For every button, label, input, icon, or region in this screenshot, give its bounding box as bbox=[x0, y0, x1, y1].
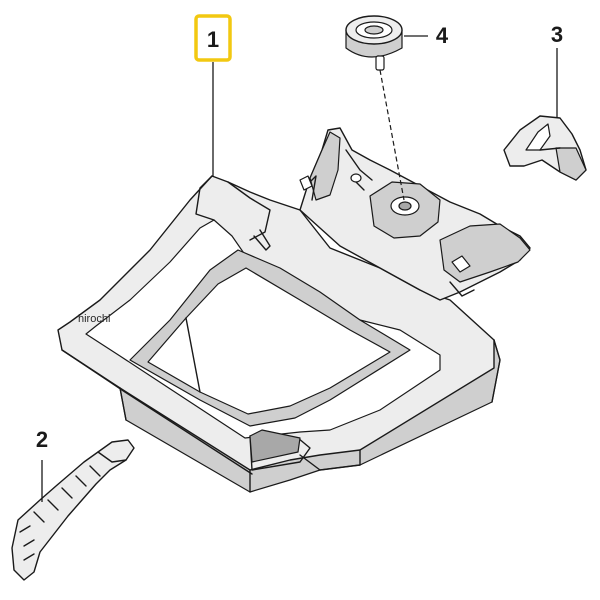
callout-number-2: 2 bbox=[36, 427, 48, 452]
callout-3[interactable]: 3 bbox=[551, 22, 563, 47]
callout-1[interactable]: 1 bbox=[194, 14, 232, 62]
part-1-tray bbox=[57, 127, 531, 493]
callout-1-highlight-box bbox=[194, 14, 232, 62]
tray-floor-window bbox=[147, 267, 391, 415]
leader-line-4-dashed bbox=[379, 69, 405, 201]
leader-lines bbox=[41, 35, 558, 502]
part-3-clip bbox=[503, 115, 587, 181]
part-2-spreader-nut bbox=[11, 439, 135, 581]
callout-number-1: 1 bbox=[207, 27, 219, 52]
watermark-text: hirochi bbox=[78, 313, 110, 325]
part-4-rubber-buffer bbox=[345, 15, 403, 71]
callout-4[interactable]: 4 bbox=[436, 23, 449, 48]
callout-number-4: 4 bbox=[436, 23, 449, 48]
callout-number-3: 3 bbox=[551, 22, 563, 47]
callout-2[interactable]: 2 bbox=[36, 427, 48, 452]
